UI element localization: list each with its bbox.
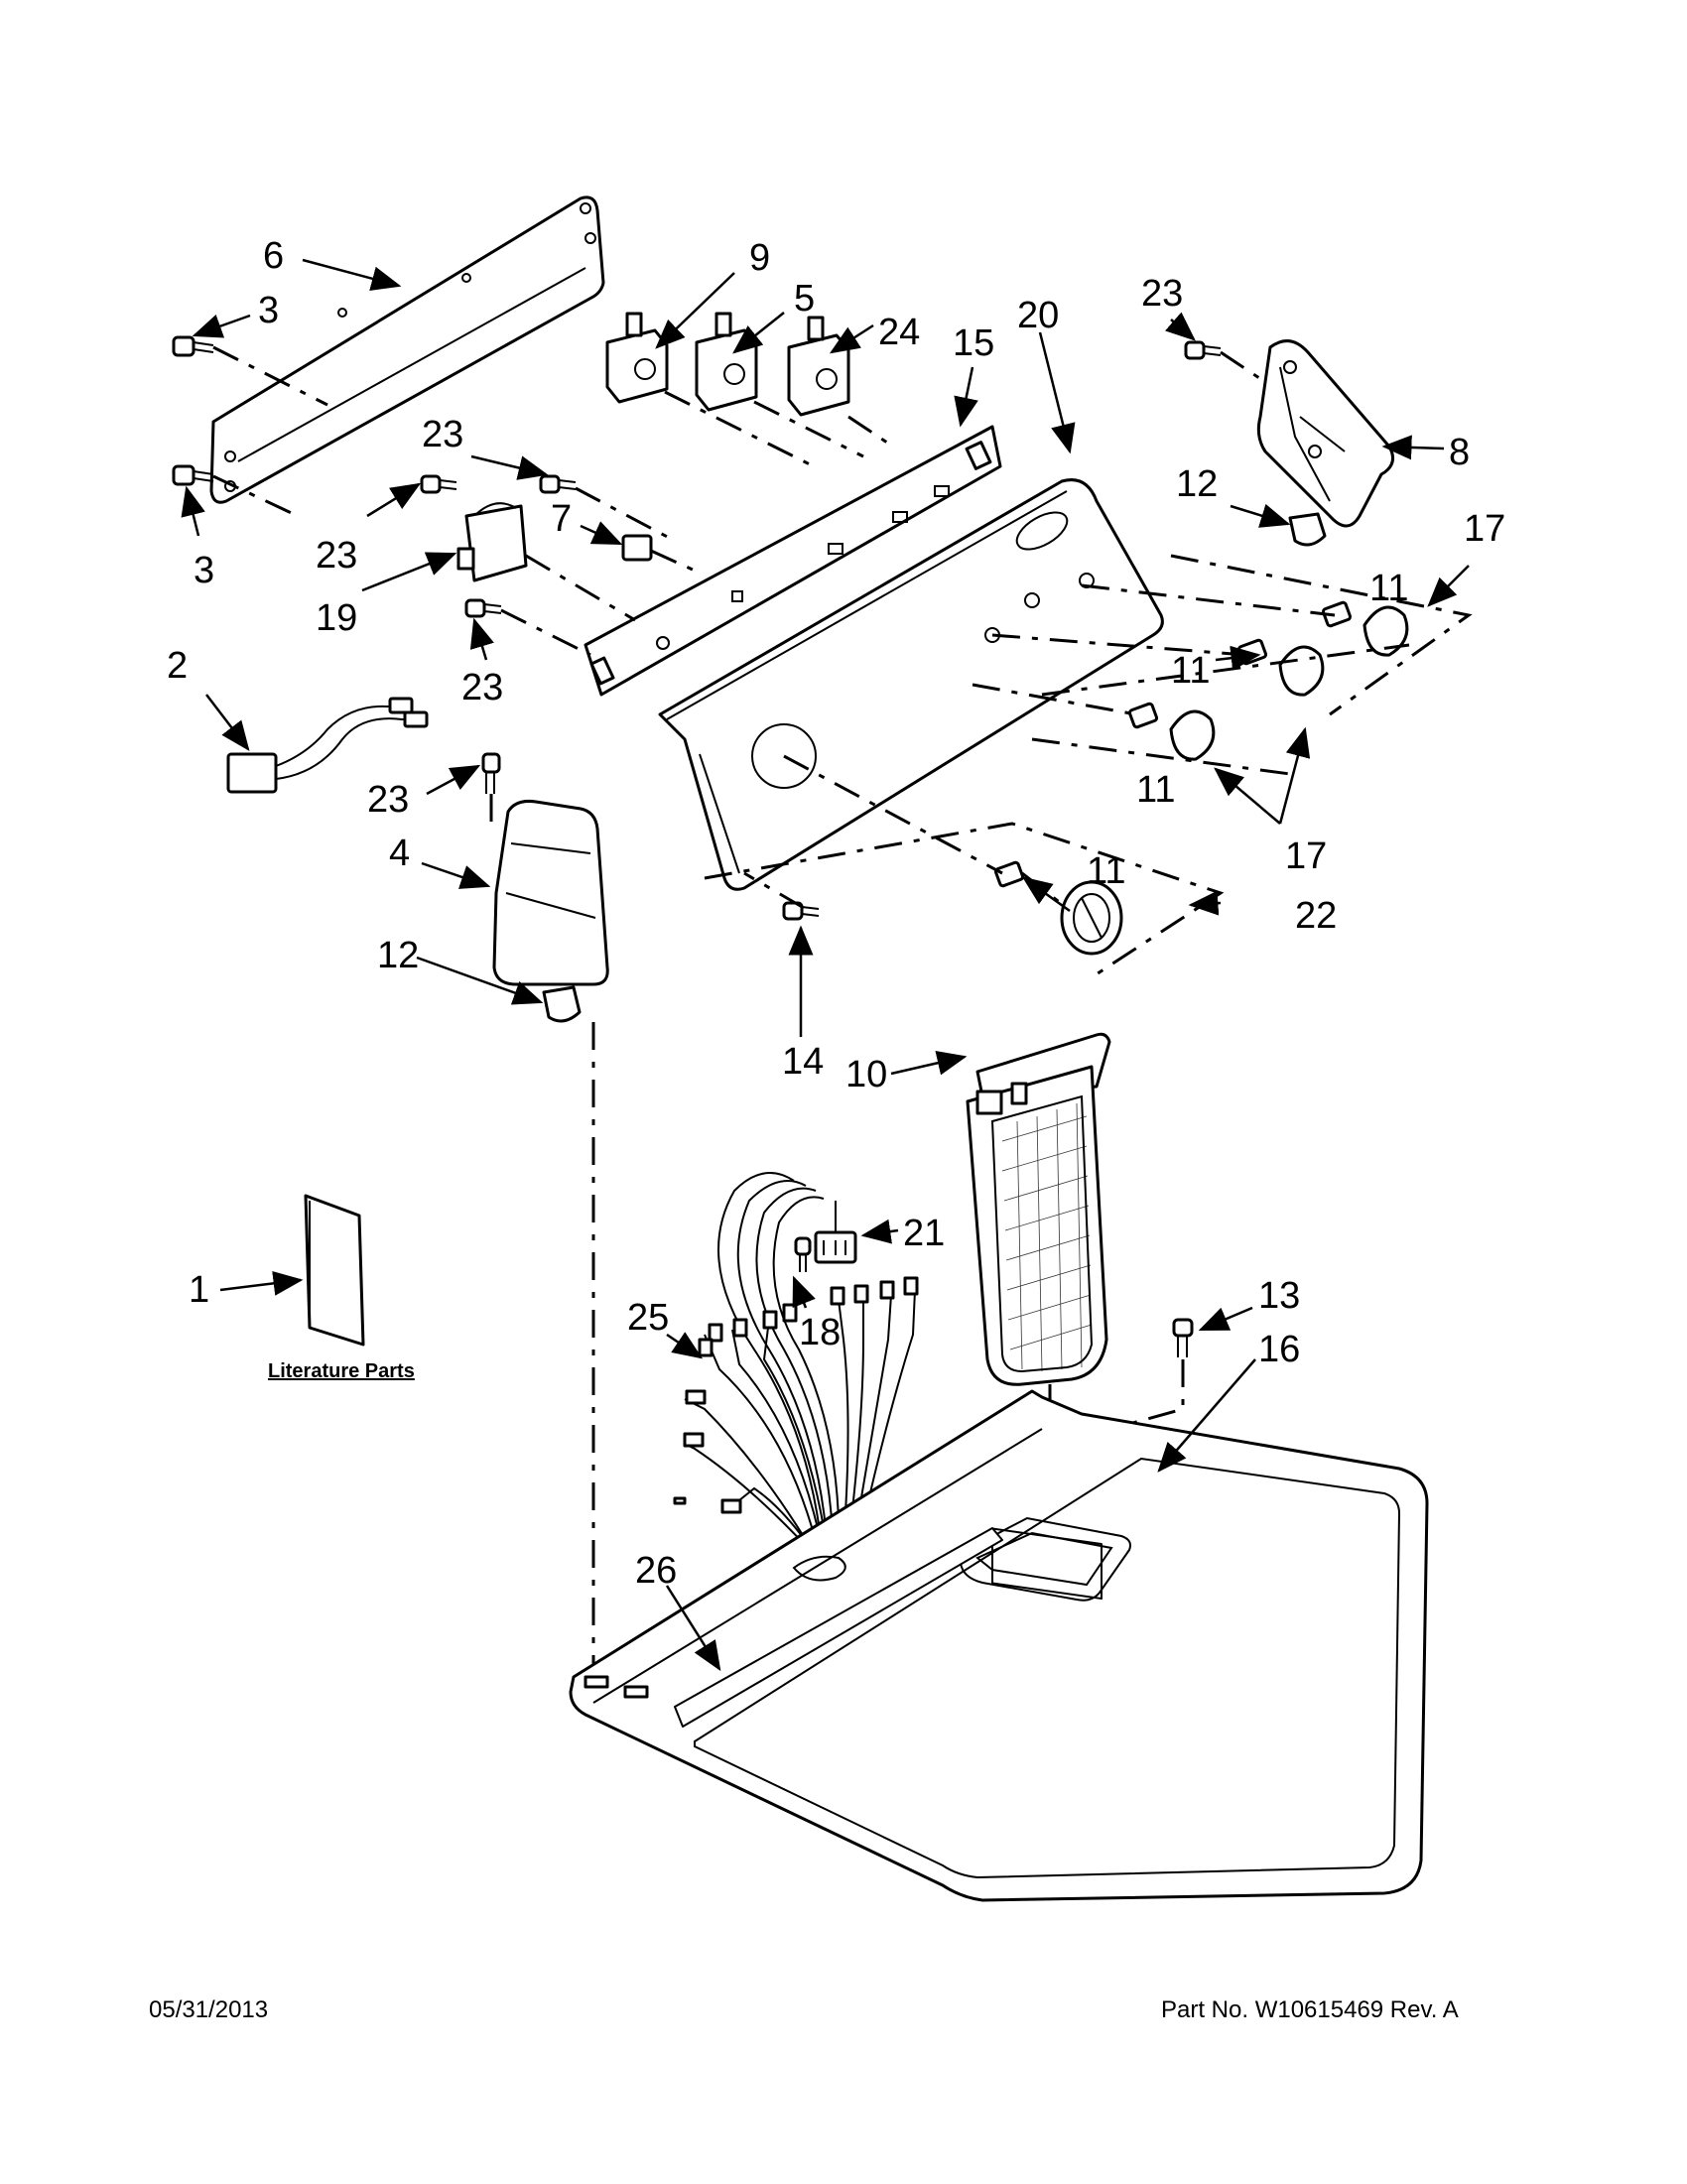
- part-23-screw-d: [1184, 340, 1222, 360]
- part-9-switch: [605, 312, 669, 404]
- callout-1: 1: [189, 1269, 209, 1311]
- part-17-knob-c: [1169, 709, 1216, 761]
- part-5-switch: [695, 312, 758, 412]
- callout-17-lower: 17: [1285, 835, 1327, 877]
- part-7-lamp: [621, 534, 653, 562]
- callout-23-mid: 23: [461, 667, 503, 708]
- part-6-console-rear-panel: [209, 195, 605, 504]
- part-3-screw-lower: [172, 464, 214, 486]
- callout-23-top-right: 23: [1141, 273, 1183, 315]
- callout-3-lower: 3: [194, 550, 214, 591]
- callout-8: 8: [1449, 432, 1470, 473]
- callout-24: 24: [878, 312, 920, 353]
- callout-18: 18: [799, 1312, 841, 1353]
- callout-11-b: 11: [1171, 650, 1210, 692]
- part-11-knob-insert-d: [993, 860, 1025, 888]
- footer-part-number: Part No. W10615469 Rev. A: [1161, 1996, 1459, 2023]
- callout-9: 9: [749, 237, 770, 279]
- part-17-knob-b: [1278, 645, 1325, 697]
- part-8-end-cap: [1256, 339, 1395, 528]
- part-14-screw: [782, 901, 820, 921]
- footer-date: 05/31/2013: [149, 1996, 269, 2023]
- part-23-screw-b: [420, 474, 457, 494]
- callout-3-upper: 3: [258, 290, 279, 331]
- part-18-screw: [794, 1236, 812, 1272]
- part-11-knob-insert-c: [1127, 702, 1159, 729]
- callout-21: 21: [903, 1213, 945, 1254]
- part-3-screw-upper: [172, 335, 214, 357]
- callout-6: 6: [263, 235, 284, 277]
- callout-7: 7: [551, 498, 572, 540]
- callout-15: 15: [953, 322, 994, 364]
- callout-23-upper-left: 23: [422, 414, 463, 455]
- callout-4: 4: [389, 833, 410, 874]
- part-22-timer-knob: [1060, 880, 1123, 956]
- callout-25: 25: [627, 1297, 669, 1339]
- callout-12-lower: 12: [377, 935, 419, 976]
- part-12-clip-upper: [1288, 512, 1327, 547]
- part-12-clip-lower: [542, 985, 582, 1023]
- callout-12-upper: 12: [1176, 463, 1218, 505]
- part-11-knob-insert-b: [1236, 638, 1268, 666]
- callout-10: 10: [845, 1054, 887, 1095]
- part-11-knob-insert-a: [1321, 600, 1353, 628]
- callout-2: 2: [167, 645, 188, 687]
- part-4-end-cap-left: [492, 800, 609, 986]
- callout-5: 5: [794, 278, 815, 320]
- part-1-literature: [304, 1194, 365, 1347]
- part-23-screw-c: [464, 598, 502, 618]
- callout-11-c: 11: [1136, 769, 1175, 811]
- part-16-top-panel: [569, 1389, 1429, 1902]
- callout-13: 13: [1258, 1275, 1300, 1317]
- callout-20: 20: [1017, 295, 1059, 336]
- callout-11-a: 11: [1369, 568, 1408, 609]
- callout-26: 26: [635, 1550, 677, 1592]
- part-2-wire-harness: [226, 697, 429, 794]
- part-21-terminal-block: [814, 1201, 857, 1264]
- part-24-switch: [787, 316, 850, 417]
- part-17-knob-a: [1363, 605, 1409, 657]
- callout-17-upper: 17: [1464, 508, 1505, 550]
- literature-parts-label: Literature Parts: [268, 1360, 415, 1382]
- part-20-console-panel: [658, 478, 1164, 891]
- part-23-screw-e: [481, 752, 501, 794]
- callout-19: 19: [316, 597, 357, 639]
- part-13-screw: [1172, 1318, 1194, 1357]
- part-15-console-bracket: [584, 425, 1002, 697]
- part-10-lint-screen: [966, 1032, 1111, 1386]
- callout-14: 14: [782, 1041, 824, 1083]
- callout-11-d: 11: [1087, 850, 1125, 892]
- part-23-screw-a: [539, 474, 577, 494]
- callout-22: 22: [1295, 895, 1337, 937]
- callout-16: 16: [1258, 1329, 1300, 1370]
- callout-23-lower: 23: [367, 779, 409, 821]
- callout-23-left: 23: [316, 535, 357, 577]
- part-19-relay: [456, 502, 528, 582]
